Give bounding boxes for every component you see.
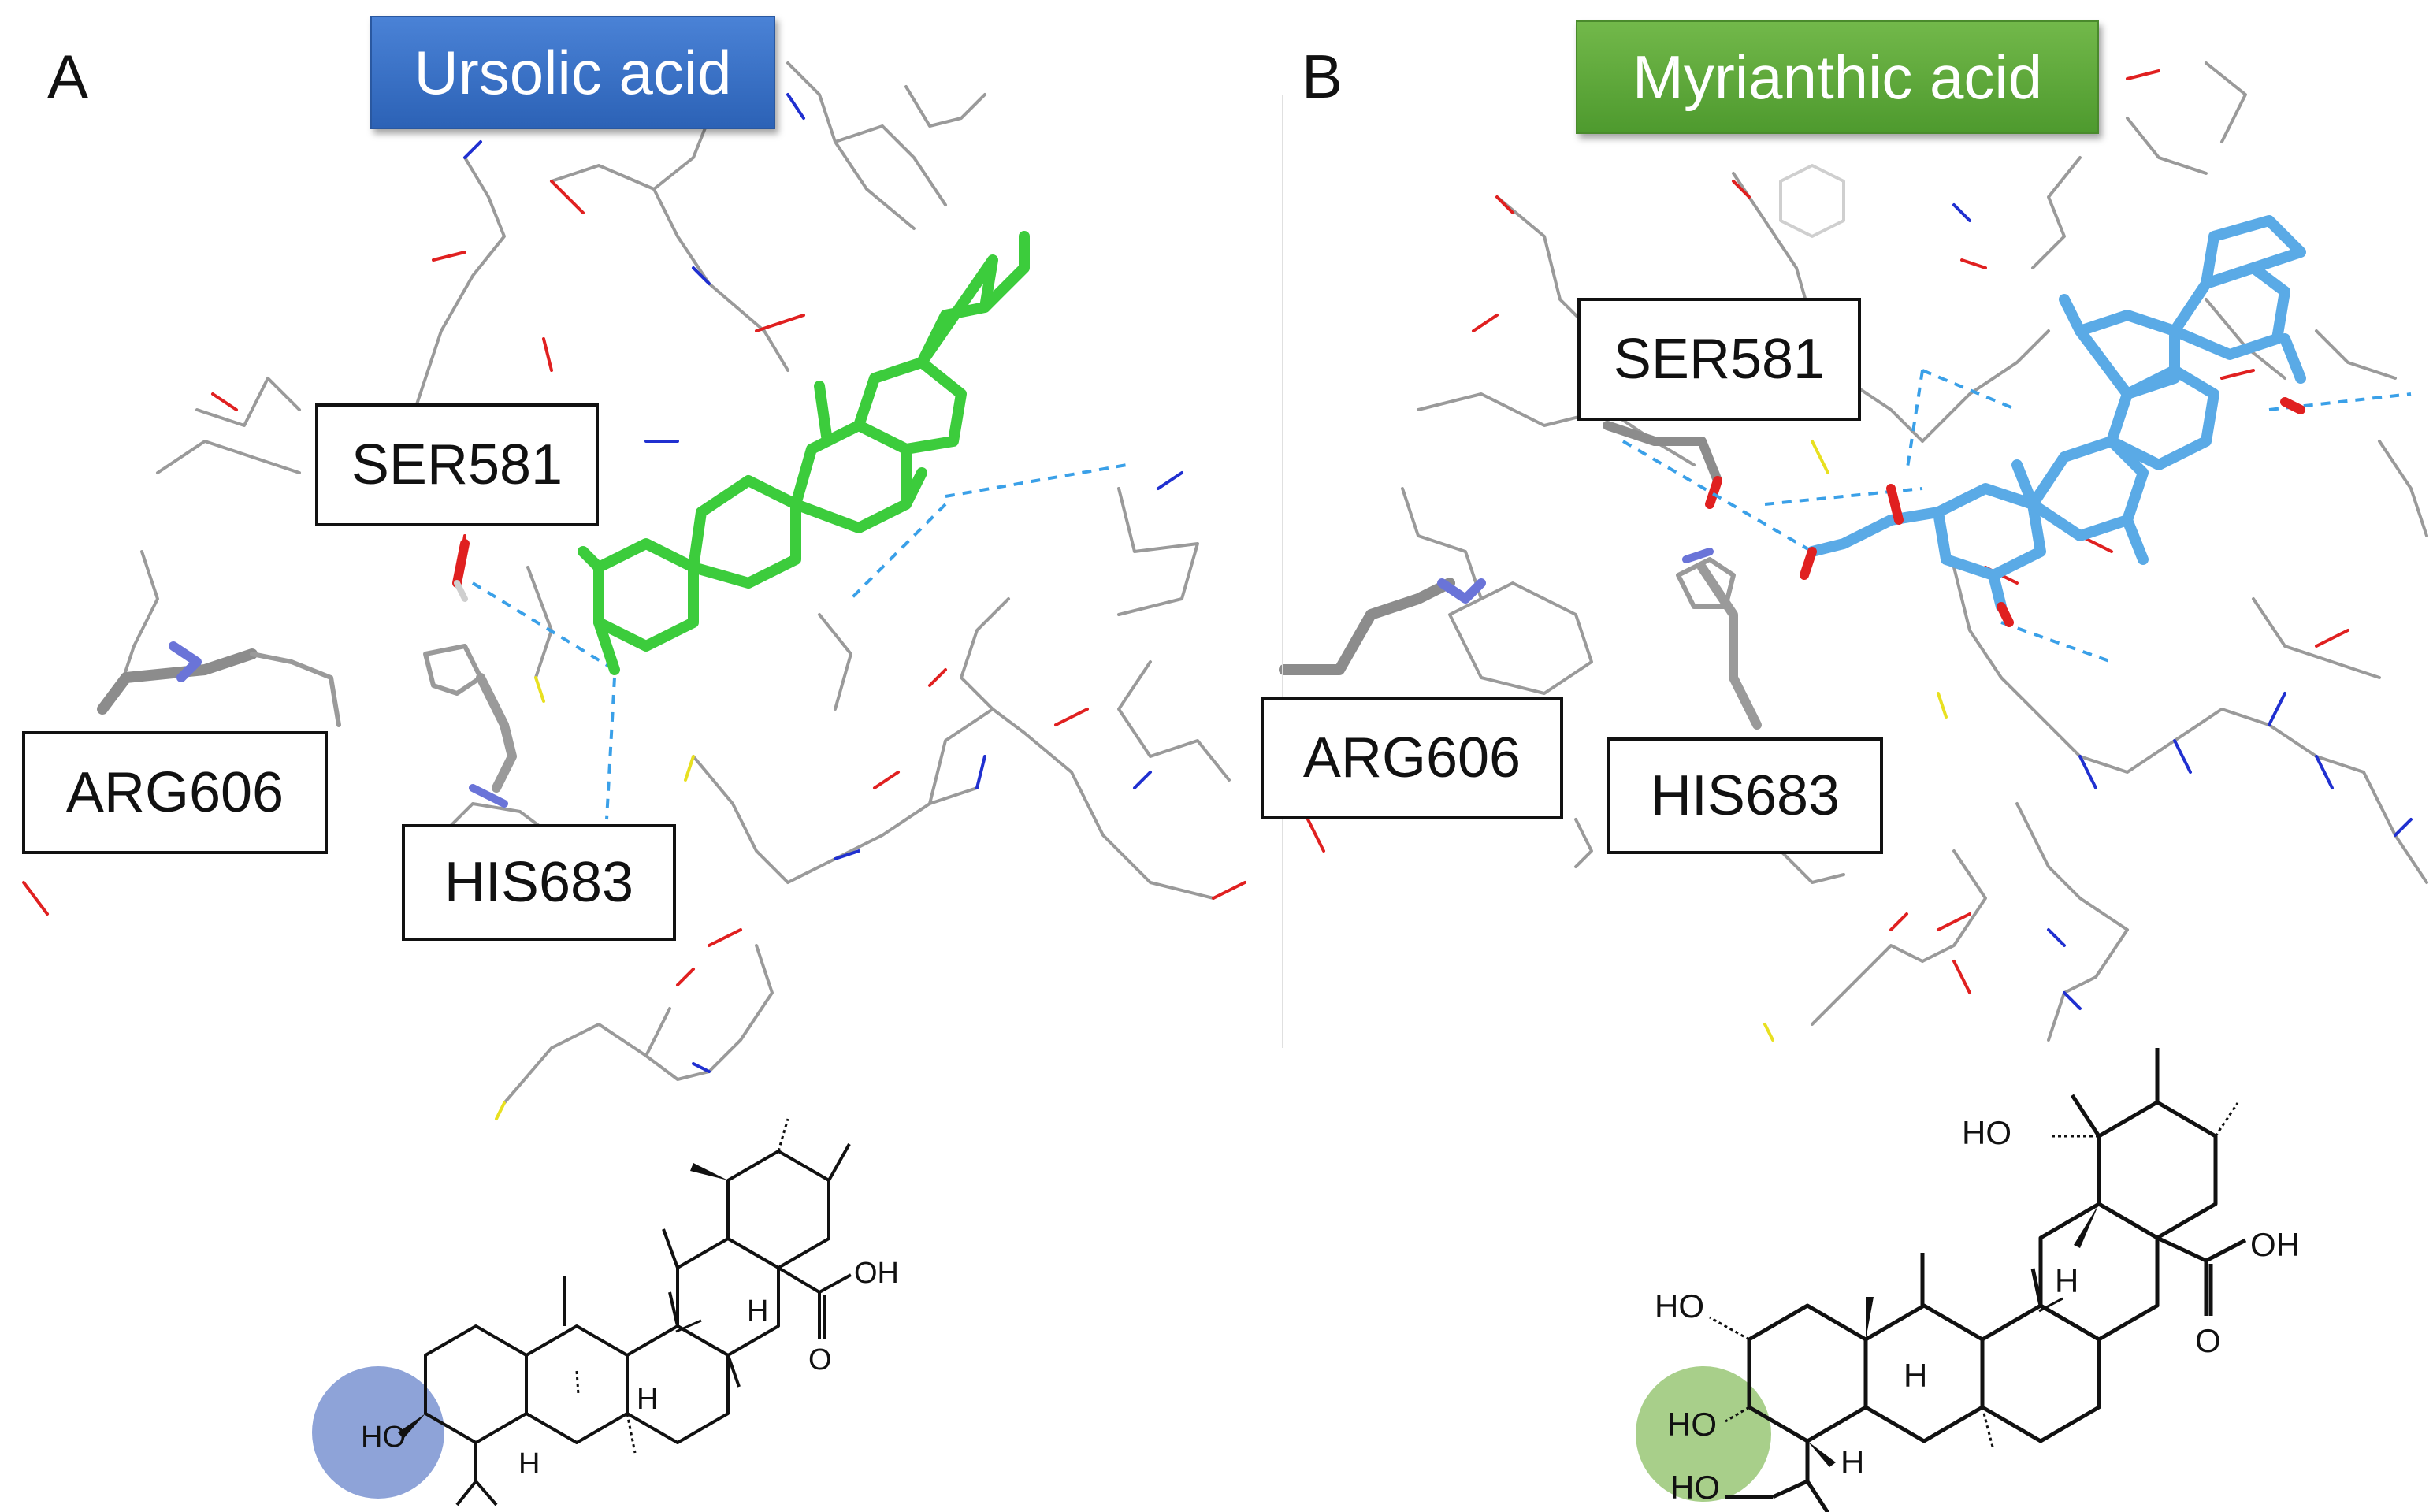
ursolic-hydroxyl-highlight <box>312 1366 444 1499</box>
panel-a-arg606-label: ARG606 <box>22 731 328 854</box>
myrianthic-acid-ligand <box>1807 215 2306 612</box>
myrianthic-hydroxyl-highlight <box>1636 1366 1771 1502</box>
panel-b-his683-label: HIS683 <box>1607 737 1883 854</box>
ursolic-h-label-2: H <box>637 1383 658 1416</box>
ursolic-h-label-1: H <box>747 1295 768 1328</box>
myrianthic-ho-label-3: HO <box>1670 1469 1720 1506</box>
panel-b-protein-sticks <box>1279 61 2428 1042</box>
ursolic-oh-label: OH <box>854 1257 899 1290</box>
panel-a-ser581-label: SER581 <box>315 403 599 526</box>
panel-a-letter: A <box>47 42 89 111</box>
ursolic-ho-label: HO <box>361 1421 406 1454</box>
myrianthic-acid-2d-structure: HO HO HO HO OH O H H H <box>1636 1048 2300 1512</box>
myrianthic-ho-label-2: HO <box>1667 1406 1717 1443</box>
myrianthic-ho-label-4: HO <box>1962 1114 2011 1151</box>
myrianthic-ho-label-1: HO <box>1655 1287 1704 1324</box>
panel-a-protein-sticks <box>22 61 1246 1120</box>
myrianthic-h-label-1: H <box>2055 1262 2078 1299</box>
myrianthic-acid-title: Myrianthic acid <box>1576 20 2099 134</box>
ursolic-acid-title: Ursolic acid <box>370 16 775 129</box>
ursolic-acid-2d-structure: HO OH O H H H <box>312 1118 899 1506</box>
myrianthic-h-label-2: H <box>1904 1357 1927 1394</box>
ursolic-o-label: O <box>808 1343 832 1376</box>
ursolic-acid-ligand <box>578 231 1030 675</box>
myrianthic-h-label-3: H <box>1841 1443 1864 1480</box>
panel-b-arg606-label: ARG606 <box>1261 697 1563 819</box>
myrianthic-ligand-oxygens <box>1800 397 2305 627</box>
myrianthic-o-label: O <box>2195 1322 2221 1359</box>
myrianthic-oh-label: OH <box>2250 1226 2300 1263</box>
panel-b-letter: B <box>1302 42 1343 111</box>
ursolic-h-label-3: H <box>518 1447 540 1480</box>
panel-a-hbonds <box>471 463 1127 820</box>
panel-a-his683-label: HIS683 <box>402 824 676 941</box>
panel-b-ser581-label: SER581 <box>1577 298 1861 421</box>
